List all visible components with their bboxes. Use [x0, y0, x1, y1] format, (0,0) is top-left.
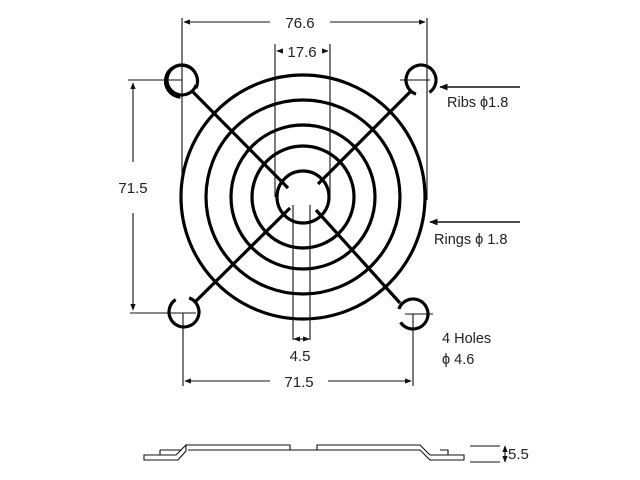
side-view — [143, 443, 465, 461]
dim-center-opening — [274, 44, 331, 197]
hole-center-marks — [130, 79, 433, 315]
dim-vertical-hole-spacing-label: 71.5 — [118, 180, 147, 197]
dim-height-label: 5.5 — [508, 446, 529, 463]
holes-callout-label: 4 Holes — [442, 331, 491, 347]
dim-height — [470, 445, 508, 463]
dim-center-gap-label: 4.5 — [290, 348, 311, 365]
dim-overall-width — [181, 18, 428, 200]
holes-callout-value: ϕ 4.6 — [442, 352, 474, 368]
dim-horizontal-hole-spacing — [182, 313, 414, 386]
dim-center-opening-label: 17.6 — [287, 44, 316, 61]
dim-overall-width-label: 76.6 — [285, 15, 314, 32]
mounting-holes — [163, 63, 438, 331]
dim-horizontal-hole-spacing-label: 71.5 — [284, 374, 313, 391]
ribs-callout-label: Ribs ϕ1.8 — [447, 95, 508, 111]
center-gap-lines — [292, 205, 311, 340]
rings-callout-label: Rings ϕ 1.8 — [434, 232, 507, 248]
guard-ribs — [191, 90, 412, 305]
guard-rings — [179, 73, 427, 321]
dim-vertical-hole-spacing — [128, 79, 160, 311]
